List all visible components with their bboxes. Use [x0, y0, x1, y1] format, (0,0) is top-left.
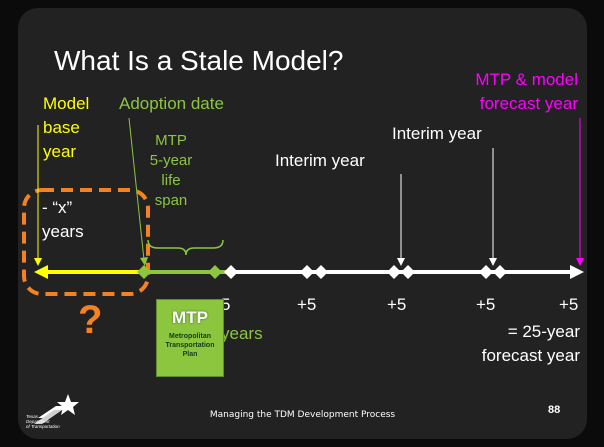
marker-year-10a: [300, 265, 314, 279]
pointer-adoption: [128, 117, 145, 261]
pointer-interim-1-head: [397, 258, 405, 266]
stale-period-dashed-box: [22, 188, 150, 296]
pointer-adoption-head: [140, 257, 148, 266]
pointer-interim-2-head: [489, 258, 497, 266]
slide-title: What Is a Stale Model?: [54, 45, 344, 76]
slide: What Is a Stale Model? Model base year -…: [18, 8, 587, 439]
arrow-left-icon: [34, 265, 48, 279]
timeline-diagram: [22, 117, 584, 296]
marker-year-15a: [387, 265, 401, 279]
texas-dot-star-logo-icon: [34, 394, 79, 424]
marker-year-15b: [401, 265, 415, 279]
timeline-unit-label: years: [221, 324, 263, 343]
footer-text: Managing the TDM Development Process: [209, 410, 396, 420]
interim-year-label-1: Interim year: [275, 151, 365, 170]
adoption-date-label: Adoption date: [119, 94, 224, 113]
page-number: 88: [548, 404, 561, 416]
tick-label-15: +5: [387, 295, 407, 314]
mtp-box-subtitle: Metropolitan Transportation Plan: [165, 333, 215, 358]
marker-adoption: [137, 265, 151, 279]
interim-year-label-2: Interim year: [392, 124, 482, 143]
marker-green-arrow: [208, 265, 222, 279]
total-forecast-label: = 25-year forecast year: [481, 322, 580, 365]
tick-label-20: +5: [476, 295, 496, 314]
model-base-year-label: Model base year: [43, 94, 90, 161]
arrow-right-icon: [570, 265, 584, 279]
x-years-label: - “x” years: [42, 198, 84, 241]
marker-year-10b: [314, 265, 328, 279]
mtp-box-title: MTP: [172, 308, 208, 327]
marker-year-20b: [493, 265, 507, 279]
pointer-forecast-year-head: [576, 258, 584, 266]
logo-text: Texas Department of Transportation: [26, 414, 60, 429]
tick-label-10: +5: [297, 295, 317, 314]
mtp-life-span-label: MTP 5-year life span: [149, 132, 193, 209]
marker-year-5: [224, 265, 238, 279]
tick-label-5: 5: [221, 295, 231, 314]
mtp-box: MTP Metropolitan Transportation Plan: [156, 299, 224, 377]
forecast-year-label: MTP & model forecast year: [475, 70, 578, 113]
life-span-brace: [147, 239, 224, 256]
pointer-base-year-head: [34, 258, 42, 266]
timeline-markers: [137, 265, 507, 279]
marker-year-20a: [479, 265, 493, 279]
tick-label-25: +5: [559, 295, 579, 314]
question-mark: ?: [78, 298, 103, 342]
